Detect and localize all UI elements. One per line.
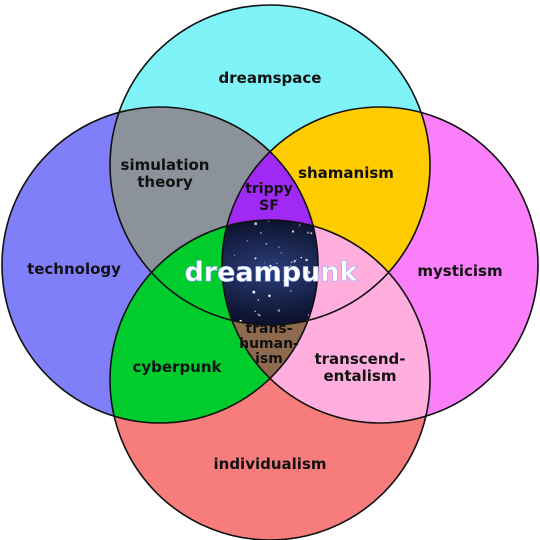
star: [307, 271, 311, 274]
label-simulation: simulation: [121, 156, 210, 174]
star: [260, 232, 263, 234]
star: [254, 310, 257, 313]
star: [295, 258, 297, 260]
label-theory: theory: [137, 173, 193, 191]
star: [298, 224, 301, 226]
overlap-top-left-right: [222, 107, 318, 325]
star: [254, 222, 258, 226]
label-human: human-: [239, 336, 299, 352]
star: [290, 261, 293, 263]
star: [307, 314, 310, 316]
star: [280, 252, 282, 254]
star: [300, 256, 303, 259]
star: [254, 257, 257, 260]
star: [257, 313, 259, 316]
star: [265, 242, 268, 245]
star: [278, 246, 280, 248]
set-right-outline: [221, 106, 539, 424]
label-technology: technology: [27, 260, 121, 278]
star: [293, 259, 296, 263]
star: [258, 314, 261, 317]
star-field: [222, 220, 313, 325]
overlap-right-bottom: [222, 220, 430, 423]
star: [267, 278, 269, 281]
star: [255, 272, 257, 274]
star: [276, 262, 278, 265]
star: [252, 290, 256, 294]
label-ism: ism: [255, 351, 283, 367]
overlap-center: [222, 220, 318, 325]
star: [264, 262, 266, 264]
label-cyberpunk: cyberpunk: [132, 358, 222, 376]
star: [310, 232, 313, 235]
set-top-outline: [109, 4, 431, 326]
label-dreamspace: dreamspace: [219, 69, 322, 87]
set-left-outline: [1, 106, 319, 424]
label-transcend: transcend-: [314, 350, 405, 368]
star: [290, 265, 292, 267]
label-trippy: trippy: [245, 181, 293, 197]
star: [257, 299, 260, 301]
star: [233, 254, 235, 256]
star: [258, 277, 261, 280]
star: [282, 279, 285, 281]
star: [269, 264, 272, 268]
star: [268, 294, 271, 298]
star: [277, 309, 281, 312]
label-individualism: individualism: [214, 455, 327, 473]
set-bottom-outline: [109, 219, 431, 540]
star: [305, 258, 308, 262]
label-dreampunk: dreampunk: [184, 257, 358, 288]
overlap-left-bottom: [110, 220, 318, 423]
label-shamanism: shamanism: [298, 164, 394, 182]
star: [298, 225, 300, 227]
star: [246, 239, 249, 242]
star: [289, 290, 292, 292]
star: [249, 277, 252, 280]
label-sf: SF: [259, 198, 279, 214]
label-entalism: entalism: [324, 367, 397, 385]
star: [291, 230, 295, 233]
star: [306, 231, 310, 234]
label-mysticism: mysticism: [417, 262, 502, 280]
label-trans: trans-: [245, 321, 292, 337]
